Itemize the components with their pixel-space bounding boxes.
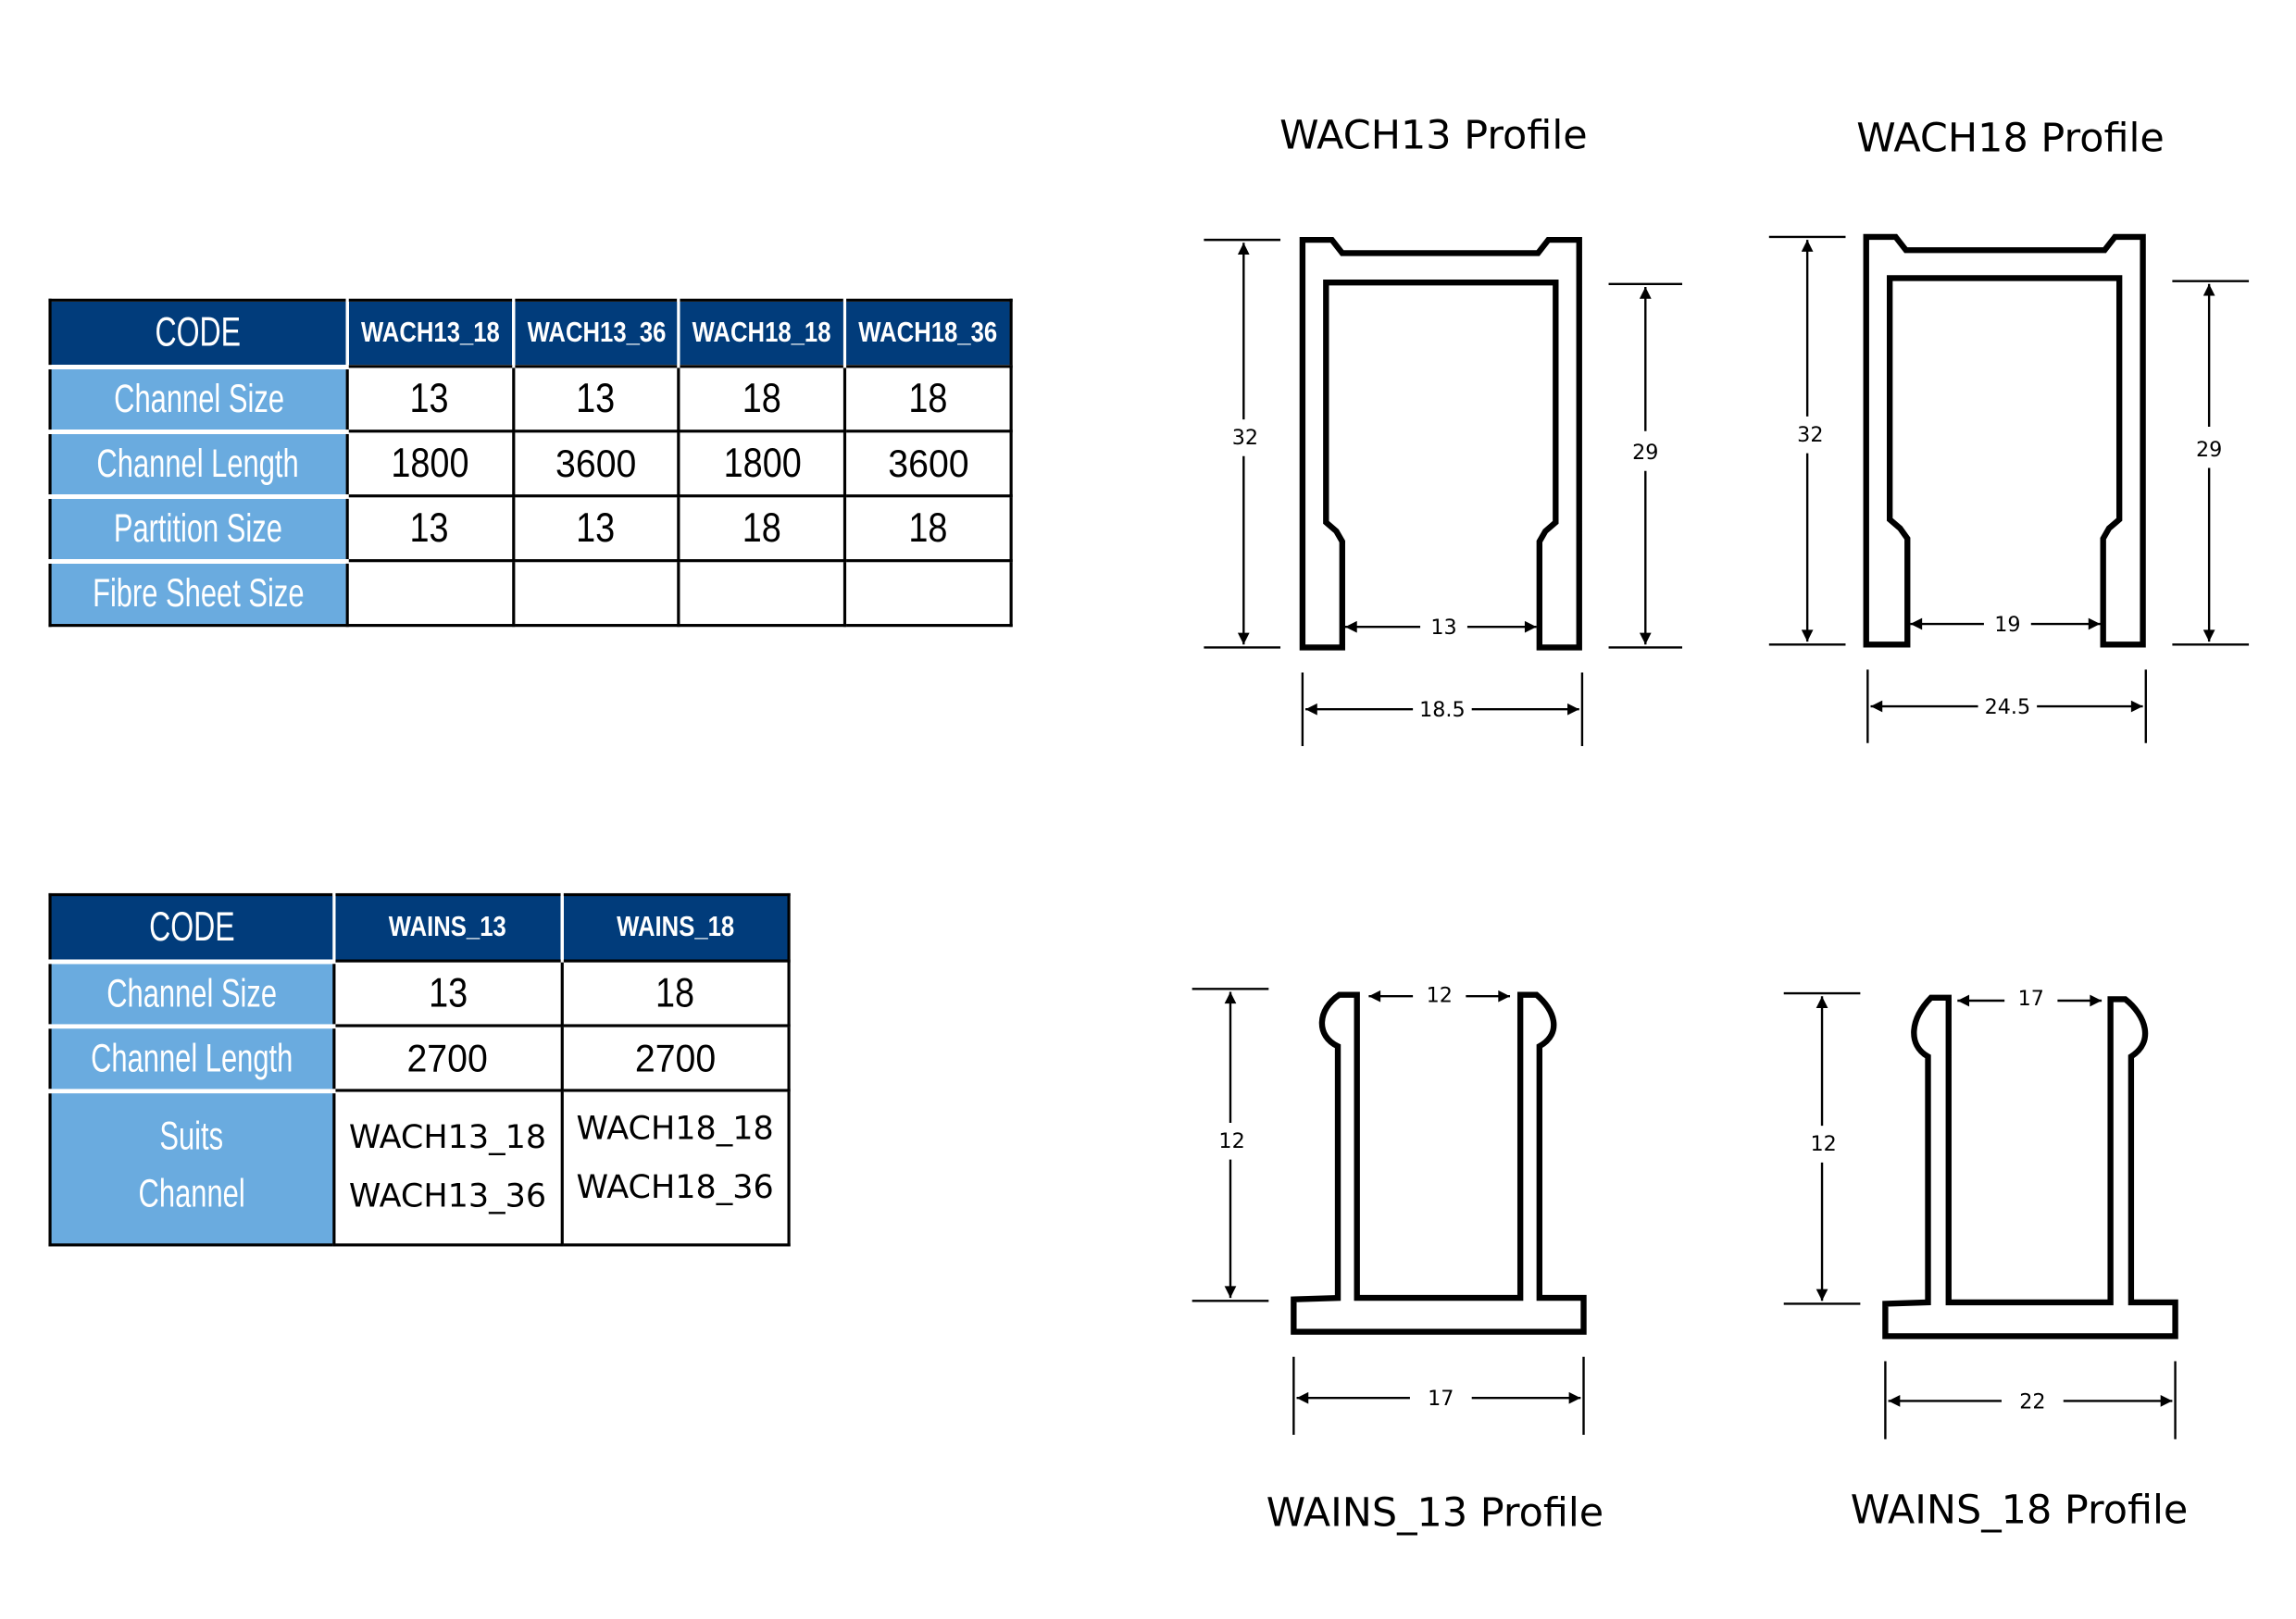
row-label: Fibre Sheet Size: [50, 560, 347, 626]
code-header: CODE: [50, 300, 349, 369]
table-cell: 18: [677, 365, 847, 433]
row-label: Partition Size: [50, 495, 347, 564]
dimension-label: 24.5: [1985, 695, 2031, 719]
table-row: Channel Size 13 18: [50, 959, 791, 1028]
table-cell: [677, 559, 847, 628]
column-header: WACH13_18: [346, 300, 515, 367]
row-label: Channel Size: [50, 961, 334, 1028]
table-cell: 18: [560, 959, 791, 1027]
table-cell: 13: [344, 494, 515, 563]
table-cell: 2700: [560, 1024, 791, 1092]
table-row: Channel Length 2700 2700: [50, 1024, 791, 1093]
wach13-title: WACH13 Profile: [1279, 113, 1588, 159]
wains13-title: WAINS_13 Profile: [1267, 1490, 1604, 1537]
dimension-label: 22: [2019, 1389, 2045, 1414]
column-header: WACH18_18: [679, 300, 847, 367]
table-cell: 13: [344, 365, 515, 433]
column-header: WACH13_36: [513, 300, 681, 367]
wach18-profile-drawing: [1768, 233, 2250, 743]
table-cell: 18: [677, 494, 847, 563]
code-header: CODE: [50, 894, 335, 964]
table-cell: [843, 559, 1013, 628]
table-row: Partition Size 13 13 18 18: [50, 494, 1013, 564]
row-label: Channel Size: [50, 366, 347, 434]
dimension-label: 29: [2196, 438, 2222, 462]
table-cell: 1800: [344, 430, 515, 498]
row-label: Channel Length: [50, 1026, 334, 1093]
wains18-title: WAINS_18 Profile: [1851, 1487, 2189, 1533]
column-header: WAINS_13: [333, 894, 564, 962]
dimension-label: 18.5: [1419, 698, 1466, 722]
table-cell: 1800: [677, 430, 847, 498]
table-row: Fibre Sheet Size: [50, 559, 1013, 628]
table-row: Channel Length 1800 3600 1800 3600: [50, 430, 1013, 499]
dimension-label: 12: [1218, 1129, 1244, 1153]
table-cell: 2700: [331, 1024, 564, 1092]
wains18-profile-drawing: [1783, 991, 2178, 1439]
column-header: WACH18_36: [844, 300, 1012, 367]
dimension-label: 12: [1427, 984, 1453, 1008]
table-cell: 3600: [843, 430, 1013, 498]
dimension-label: 32: [1797, 423, 1823, 447]
dimension-label: 17: [2018, 987, 2044, 1011]
wains13-profile-drawing: [1192, 988, 1587, 1435]
column-header: WAINS_18: [561, 894, 789, 962]
table-cell: 18: [843, 365, 1013, 433]
dimension-label: 29: [1632, 441, 1658, 465]
table-row: Channel Size 13 13 18 18: [50, 365, 1013, 434]
row-label: Channel Length: [50, 430, 347, 499]
dimension-label: 13: [1430, 616, 1456, 640]
table-cell: 3600: [511, 430, 681, 498]
dimension-label: 17: [1428, 1387, 1454, 1411]
wach13-profile-drawing: [1204, 236, 1683, 746]
wach18-title: WACH18 Profile: [1856, 116, 2165, 162]
table-cell: 13: [331, 959, 564, 1027]
table-cell: 18: [843, 494, 1013, 563]
table-cell: [511, 559, 681, 628]
table-cell: 13: [511, 365, 681, 433]
channel-spec-table: CODE WACH13_18 WACH13_36 WACH18_18 WACH1…: [48, 298, 1013, 628]
dimension-label: 19: [1994, 613, 2020, 637]
table-cell: [344, 559, 515, 628]
table-cell: 13: [511, 494, 681, 563]
dimension-label: 32: [1232, 426, 1258, 450]
dimension-label: 12: [1810, 1132, 1836, 1156]
insert-spec-table: CODE WAINS_13 WAINS_18 Channel Size 13 1…: [48, 892, 791, 1247]
